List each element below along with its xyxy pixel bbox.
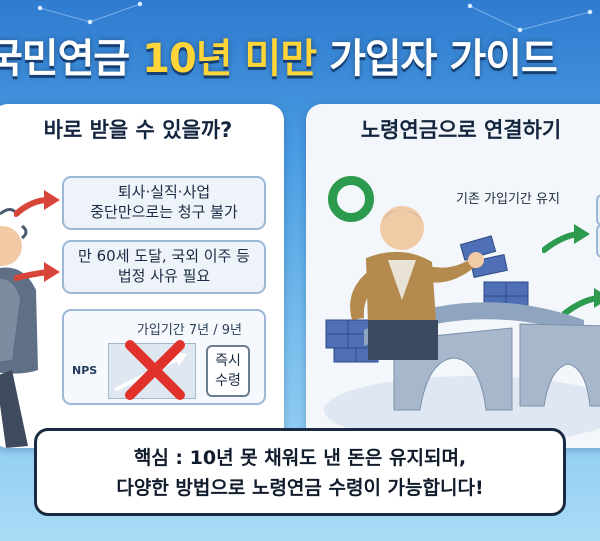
card1-line1: 퇴사·실직·사업: [117, 183, 211, 201]
period-kept-label: 기존 가입기간 유지: [456, 192, 560, 207]
red-arrow-icon: [14, 262, 60, 282]
green-arrow-icon: [542, 224, 590, 253]
card2-line1: 만 60세 도달, 국외 이주 등: [78, 247, 250, 265]
key-point-note: 핵심 : 10년 못 채워도 낸 돈은 유지되며, 다양한 방법으로 노령연금 …: [34, 428, 566, 516]
tag-line1: 즉시: [215, 353, 241, 369]
x-mark-icon: [125, 340, 185, 400]
network-decoration: [37, 1, 593, 33]
tag-line2: 수령: [215, 373, 241, 389]
card-legal-reason: 만 60세 도달, 국외 이주 등 법정 사유 필요: [62, 240, 266, 294]
instant-receipt-tag: 즉시 수령: [206, 345, 250, 397]
left-panel-heading: 바로 받을 수 있을까?: [43, 118, 233, 142]
page-title: 국민연금 10년 미만 가입자 가이드: [0, 26, 558, 84]
card2-line2: 법정 사유 필요: [117, 267, 211, 285]
card-claim-not-allowed: 퇴사·실직·사업 중단만으로는 청구 불가: [62, 176, 266, 230]
nps-logo: NPS: [72, 364, 98, 377]
running-person-illustration: [0, 208, 38, 448]
note-line2: 다양한 방법으로 노령연금 수령이 가능합니다!: [116, 477, 484, 499]
left-panel: 바로 받을 수 있을까? 퇴사·실직·사업 중단만으로는 청구 불가 만 60세…: [0, 104, 284, 448]
green-arrow-icon: [562, 288, 600, 317]
right-panel: 노령연금으로 연결하기 기존 가입기간 유지: [306, 104, 600, 448]
bridge-builder-illustration: [324, 206, 600, 444]
title-prefix: 국민연금: [0, 36, 143, 82]
note-line1: 핵심 : 10년 못 채워도 낸 돈은 유지되며,: [133, 447, 467, 469]
right-panel-heading: 노령연금으로 연결하기: [360, 118, 562, 142]
circle-icon: [328, 176, 374, 222]
title-suffix: 가입자 가이드: [316, 36, 558, 82]
red-arrow-icon: [14, 190, 60, 217]
side-card: [596, 224, 600, 258]
card-period-example: 가입기간 7년 / 9년 NPS 즉시 수령: [62, 309, 266, 405]
card1-line2: 중단만으로는 청구 불가: [90, 203, 238, 221]
period-label: 가입기간 7년 / 9년: [136, 323, 242, 338]
title-highlight: 10년 미만: [142, 36, 317, 82]
